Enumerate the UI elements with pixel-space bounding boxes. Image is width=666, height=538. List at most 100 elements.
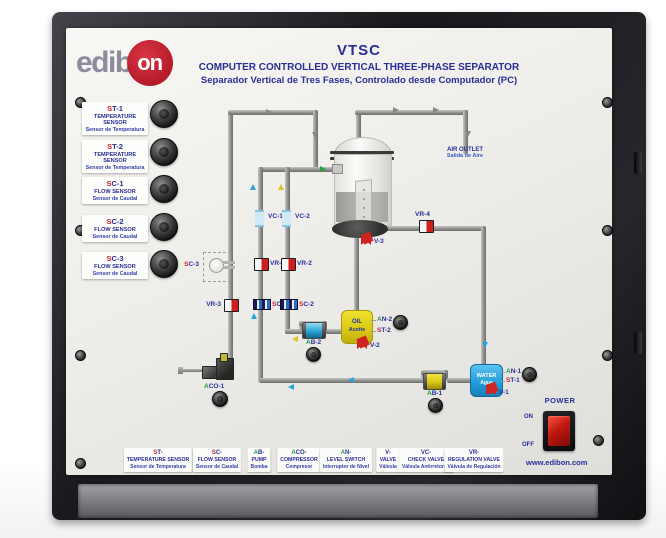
- flow-sensor-sc3-bars: [223, 266, 235, 269]
- pipe-oil-pump-right: [324, 329, 343, 334]
- pump-ab1: [423, 373, 446, 390]
- legend-es: Válvula de Regulación: [447, 464, 501, 470]
- flow-sensor-sc3-bars: [223, 261, 235, 264]
- flow-sensor-sc2: [280, 299, 298, 310]
- logo-red-circle: on: [126, 40, 173, 86]
- legend-en: VALVE: [379, 457, 397, 463]
- leader-line: [371, 331, 376, 332]
- pipe-water-riser: [258, 167, 263, 383]
- pipe-vessel-top: [356, 110, 361, 140]
- compressor-intake-tip: [178, 367, 183, 374]
- regulation-valve-vr4: [419, 220, 434, 233]
- flow-arrow-water-left: [288, 384, 294, 390]
- panel-screw: [593, 435, 604, 446]
- legend-en: COMPRESSOR: [280, 457, 318, 463]
- legend-es: Válvula Antirretorno: [402, 464, 450, 470]
- power-on-label: ON: [524, 414, 533, 420]
- leader-line: [501, 372, 505, 373]
- flow-arrow-right: [266, 109, 272, 115]
- flow-sensor-sc3: [209, 258, 224, 273]
- regulation-valve-vr3: [224, 299, 239, 312]
- pump-body: [306, 323, 322, 338]
- legend-es: Sensor de Temperatura: [130, 464, 186, 470]
- pipe-pump1-hop: [421, 370, 448, 375]
- sensor-code: ST-2: [107, 142, 123, 151]
- sensor-plate-sc2: SC-2 FLOW SENSOR Sensor de Caudal: [82, 215, 148, 242]
- pipe-air-out: [355, 110, 468, 115]
- website-text: www.edibon.com: [526, 458, 588, 467]
- pipe-oil-drain: [354, 232, 359, 312]
- sensor-name-es: Sensor de Temperatura: [85, 165, 145, 171]
- sensor-code: SC-3: [106, 254, 124, 263]
- leader-line: [501, 381, 505, 382]
- water-tank: WATER Agua: [470, 364, 503, 397]
- legend-en: CHECK VALVE: [407, 457, 445, 463]
- sensor-code: SC-2: [106, 217, 124, 226]
- title-block: VTSC COMPUTER CONTROLLED VERTICAL THREE-…: [126, 42, 592, 86]
- connector-socket-sc2: [150, 213, 178, 241]
- sensor-plate-st2: ST-2 TEMPERATURE SENSOR Sensor de Temper…: [82, 140, 148, 173]
- pipe-down-to-inlet: [313, 110, 318, 172]
- panel-screw: [75, 350, 86, 361]
- label-aco1: ACO-1: [204, 383, 225, 390]
- connector-aco1: [212, 391, 228, 407]
- pump-cap: [424, 374, 427, 389]
- legend-es: Bomba: [250, 464, 268, 470]
- power-off-label: OFF: [522, 442, 534, 448]
- check-valve-vc1: [255, 210, 264, 227]
- regulation-valve-vr2: [281, 258, 296, 271]
- connector-socket-sc3: [150, 250, 178, 278]
- flow-arrow-water-left: [348, 377, 354, 383]
- legend-item-ab: AB- PUMP Bomba: [247, 448, 271, 472]
- label-sc3: SC-3: [184, 261, 199, 268]
- flow-arrow-water-down: [482, 342, 488, 348]
- label-vr2: VR-2: [297, 260, 312, 267]
- sensor-name-en: FLOW SENSOR: [94, 264, 136, 270]
- panel-screw: [602, 225, 613, 236]
- valve-v2: [356, 335, 370, 349]
- pipe-oil-pump-left: [285, 329, 303, 334]
- water-tank-label-en: WATER: [476, 373, 497, 379]
- label-an2: AN-2: [377, 316, 393, 323]
- oil-tank: OIL Aceite: [341, 310, 373, 344]
- label-an1: AN-1: [506, 368, 522, 375]
- label-st1: ST-1: [506, 377, 520, 384]
- legend-code: AB-: [253, 450, 265, 456]
- flow-arrow-water-up: [250, 184, 256, 190]
- flow-arrow-air-out: [433, 107, 439, 113]
- legend-code: VC-: [420, 450, 432, 456]
- power-switch-rocker[interactable]: [548, 416, 570, 446]
- legend-item-an: AN- LEVEL SWITCH Interruptor de Nivel: [319, 448, 373, 472]
- legend-en: REGULATION VALVE: [448, 457, 500, 463]
- valve-v1: [485, 381, 499, 395]
- label-sc2: SC-2: [299, 301, 314, 308]
- flow-arrow-inlet: [320, 166, 326, 172]
- panel-screw: [75, 458, 86, 469]
- pipe-inlet: [258, 167, 336, 172]
- legend-es: Compresor: [285, 464, 313, 470]
- connector-ab2: [306, 347, 321, 362]
- power-switch[interactable]: [543, 411, 575, 451]
- vessel-flange: [330, 151, 394, 154]
- label-vc2: VC-2: [295, 213, 310, 220]
- vessel-base: [332, 220, 388, 238]
- legend-item-vc: VC- CHECK VALVE Válvula Antirretorno: [399, 448, 453, 472]
- oil-tank-label-en: OIL: [352, 319, 362, 325]
- sensor-code: ST-1: [107, 104, 123, 113]
- label-vc1: VC-1: [268, 213, 283, 220]
- sensor-name-en: FLOW SENSOR: [94, 227, 136, 233]
- pipe-water-down: [481, 226, 486, 366]
- compressor-intake-tube: [182, 369, 206, 372]
- pipe-to-water-tank: [447, 378, 472, 383]
- flow-arrow-oil-up: [278, 184, 284, 190]
- logo-text: edib: [76, 46, 133, 79]
- legend-code: V-: [385, 450, 391, 456]
- pipe-oil-riser: [285, 167, 290, 334]
- sensor-plate-sc1: SC-1 FLOW SENSOR Sensor de Caudal: [82, 177, 148, 204]
- edibon-logo: edib on: [76, 40, 173, 86]
- pump-cap: [303, 323, 306, 338]
- flow-arrow-outlet-down: [465, 131, 471, 137]
- flow-arrow-air-out: [393, 107, 399, 113]
- legend-code: AN-: [340, 450, 352, 456]
